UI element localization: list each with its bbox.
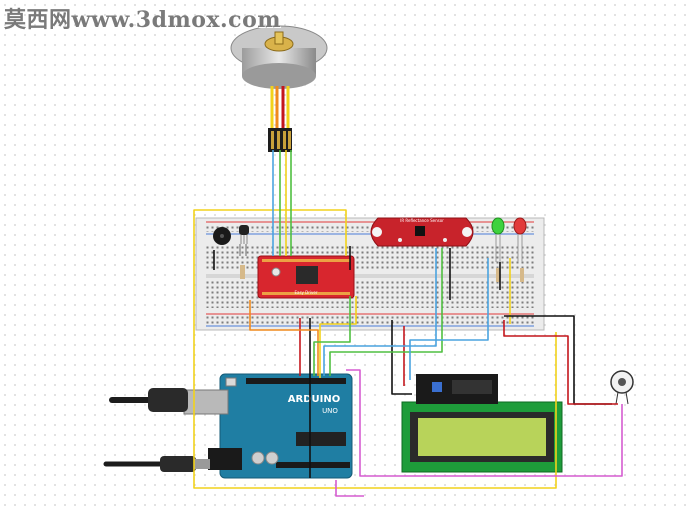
led-red [513, 217, 527, 262]
arduino-pcb [219, 373, 353, 479]
power-jack [208, 448, 242, 470]
wire-red-piezo [503, 320, 618, 405]
wire-pink-2 [335, 480, 364, 497]
easydriver-chip [296, 266, 318, 284]
terminal-strip-bottom [206, 281, 534, 308]
stepper-motor [230, 25, 328, 152]
resistors [240, 265, 524, 282]
wire-pink [346, 369, 623, 477]
wire-yellow-ed [319, 296, 357, 378]
power-rail-bottom [206, 316, 534, 324]
wire-yellow-loop [193, 209, 557, 489]
resistor-3 [520, 268, 524, 282]
motor-wires [270, 86, 290, 130]
digital-header [246, 378, 346, 384]
power-plug-tip [194, 459, 210, 469]
wire-green-ir [329, 248, 443, 376]
arduino-uno: ARDUINO UNO [183, 373, 353, 479]
terminal-strip-top [206, 244, 534, 271]
lcd-display [401, 374, 563, 473]
reset-button [225, 377, 237, 387]
motor-shaft [274, 31, 284, 45]
power-rail-top [206, 224, 534, 232]
led-green [491, 217, 505, 262]
breadboard [195, 217, 545, 331]
motor-bottom [242, 63, 316, 89]
lcd-screen [418, 418, 546, 456]
wire-orange [249, 300, 319, 376]
arduino-model: UNO [322, 407, 338, 415]
temperature-sensor [239, 225, 249, 244]
wire-black-lcd [391, 320, 412, 395]
arduino-brand: ARDUINO [288, 394, 340, 405]
ir-sensor-label: IR Reflectance Sensor [400, 218, 444, 223]
wire-yellow-top [196, 209, 347, 256]
ir-sensor-board: IR Reflectance Sensor [370, 217, 474, 247]
usb-cable [109, 388, 188, 412]
power-plug [160, 456, 196, 472]
wire-blue-led [409, 258, 489, 380]
easydriver-board: Easy Driver [257, 255, 355, 299]
usb-plug [148, 388, 188, 412]
piezo-sensor [610, 370, 634, 405]
sensor-body [239, 225, 249, 235]
wire-green-ed [313, 296, 351, 376]
wire-gray-leads [239, 244, 247, 256]
analog-header [276, 462, 350, 468]
led-green-body [491, 217, 505, 235]
wire-blue-ir [323, 248, 437, 376]
usb-port [183, 389, 229, 415]
i2c-potentiometer [432, 382, 442, 392]
wires [193, 150, 623, 497]
led-red-body [513, 217, 527, 235]
easydriver-label: Easy Driver [294, 290, 317, 295]
buzzer [213, 227, 231, 245]
center-channel [206, 274, 534, 278]
atmega-chip [296, 432, 346, 446]
power-cable [103, 456, 210, 472]
resistor-2 [496, 268, 500, 282]
watermark: 莫西网www.3dmox.com [4, 7, 282, 33]
resistor-1 [240, 265, 245, 279]
